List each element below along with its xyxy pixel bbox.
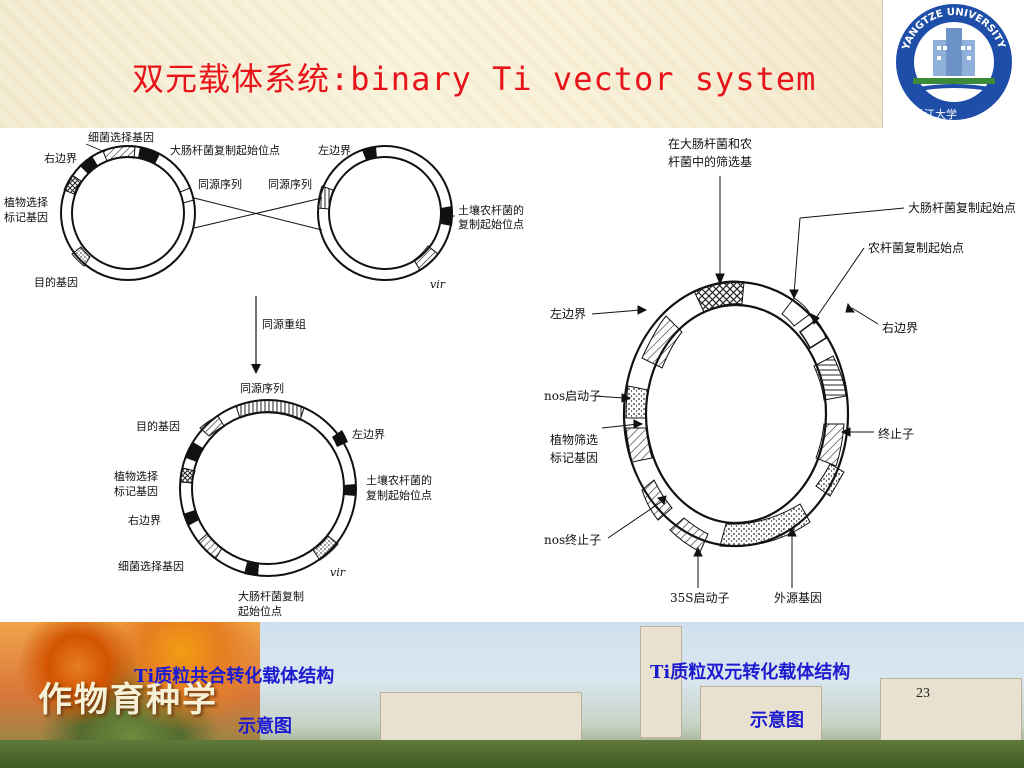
plasmid-a <box>60 145 196 281</box>
label-plant-marker-c2: 标记基因 <box>114 485 158 498</box>
binary-vector-figure: 在大肠杆菌和农 杆菌中的筛选基 大肠杆菌复制起始点 农杆菌复制起始点 左边界 右… <box>544 128 1024 622</box>
label-homolog-a: 同源序列 <box>198 178 242 191</box>
cointegrate-vector-figure: 细菌选择基因 大肠杆菌复制起始位点 右边界 植物选择 标记基因 目的基因 同源序… <box>0 128 548 622</box>
label-vir-b: vir <box>430 278 445 291</box>
label-agro-origin-r: 农杆菌复制起始点 <box>868 241 965 255</box>
plasmid-cointegrate <box>179 399 357 577</box>
label-bacteria-marker-c: 细菌选择基因 <box>118 560 184 573</box>
label-terminator: 终止子 <box>878 427 915 441</box>
label-right-border-a: 右边界 <box>44 152 77 165</box>
label-35s-promoter: 35S启动子 <box>670 591 730 605</box>
label-plant-marker-a1: 植物选择 <box>4 196 48 209</box>
logo-seal-text: 长江大学 <box>913 108 957 121</box>
label-homologous-recombination: 同源重组 <box>262 318 306 331</box>
label-agro-origin-c2: 复制起始位点 <box>366 489 432 502</box>
slide-title: 双元载体系统:binary Ti vector system <box>132 60 817 98</box>
label-left-border-r: 左边界 <box>550 307 587 321</box>
label-plant-marker-a2: 标记基因 <box>4 211 48 224</box>
label-homolog-c: 同源序列 <box>240 382 284 395</box>
label-target-gene-c: 目的基因 <box>136 420 180 433</box>
label-agro-origin-b2: 复制起始位点 <box>458 218 524 231</box>
label-plant-marker-c1: 植物选择 <box>114 470 158 483</box>
label-plant-marker-r1: 植物筛选 <box>550 433 599 447</box>
label-agro-origin-c1: 土壤农杆菌的 <box>366 474 432 487</box>
campus-tower-image <box>640 626 682 738</box>
logo-emblem-icon: YANGTZE UNIVERSITY <box>883 0 1024 128</box>
label-left-border-b: 左边界 <box>318 144 351 157</box>
label-left-border-c: 左边界 <box>352 428 385 441</box>
campus-building-image-3 <box>880 678 1022 744</box>
page-number: 23 <box>916 686 930 701</box>
label-homolog-b: 同源序列 <box>268 178 312 191</box>
caption-right-line2: 示意图 <box>750 710 804 731</box>
label-nos-terminator: nos终止子 <box>544 533 602 547</box>
university-logo: YANGTZE UNIVERSITY 长江大学 <box>882 0 1024 128</box>
label-vir-c: vir <box>330 566 345 579</box>
course-brand: 作物育种学 <box>38 680 218 720</box>
caption-left-line1: Ti质粒共合转化载体结构 <box>134 666 335 687</box>
label-ecoli-origin-r: 大肠杆菌复制起始点 <box>908 201 1017 215</box>
label-nos-promoter: nos启动子 <box>544 389 602 403</box>
footer-banner <box>0 622 1024 768</box>
label-agro-origin-b1: 土壤农杆菌的 <box>458 204 524 217</box>
ground-image <box>0 740 1024 768</box>
header-banner <box>0 0 1024 128</box>
label-plant-marker-r2: 标记基因 <box>550 451 599 465</box>
label-ecoli-origin-c1: 大肠杆菌复制 <box>238 590 304 603</box>
caption-left-line2: 示意图 <box>238 716 292 737</box>
label-right-border-c: 右边界 <box>128 514 161 527</box>
label-target-gene-a: 目的基因 <box>34 276 78 289</box>
label-dual-marker-1: 在大肠杆菌和农 <box>668 137 753 151</box>
cointegrate-diagram <box>60 143 455 577</box>
label-ecoli-origin: 大肠杆菌复制起始位点 <box>170 144 280 157</box>
campus-building-image-2 <box>700 686 822 744</box>
label-dual-marker-2: 杆菌中的筛选基 <box>668 155 753 169</box>
caption-right-line1: Ti质粒双元转化载体结构 <box>650 662 851 683</box>
campus-building-image <box>380 692 582 744</box>
label-bacteria-marker: 细菌选择基因 <box>88 131 154 144</box>
label-ecoli-origin-c2: 起始位点 <box>238 605 282 618</box>
label-right-border-r: 右边界 <box>882 321 919 335</box>
binary-vector-diagram <box>591 176 905 588</box>
label-foreign-gene: 外源基因 <box>774 591 823 605</box>
callout-lines <box>591 176 905 588</box>
plasmid-b <box>317 145 453 281</box>
